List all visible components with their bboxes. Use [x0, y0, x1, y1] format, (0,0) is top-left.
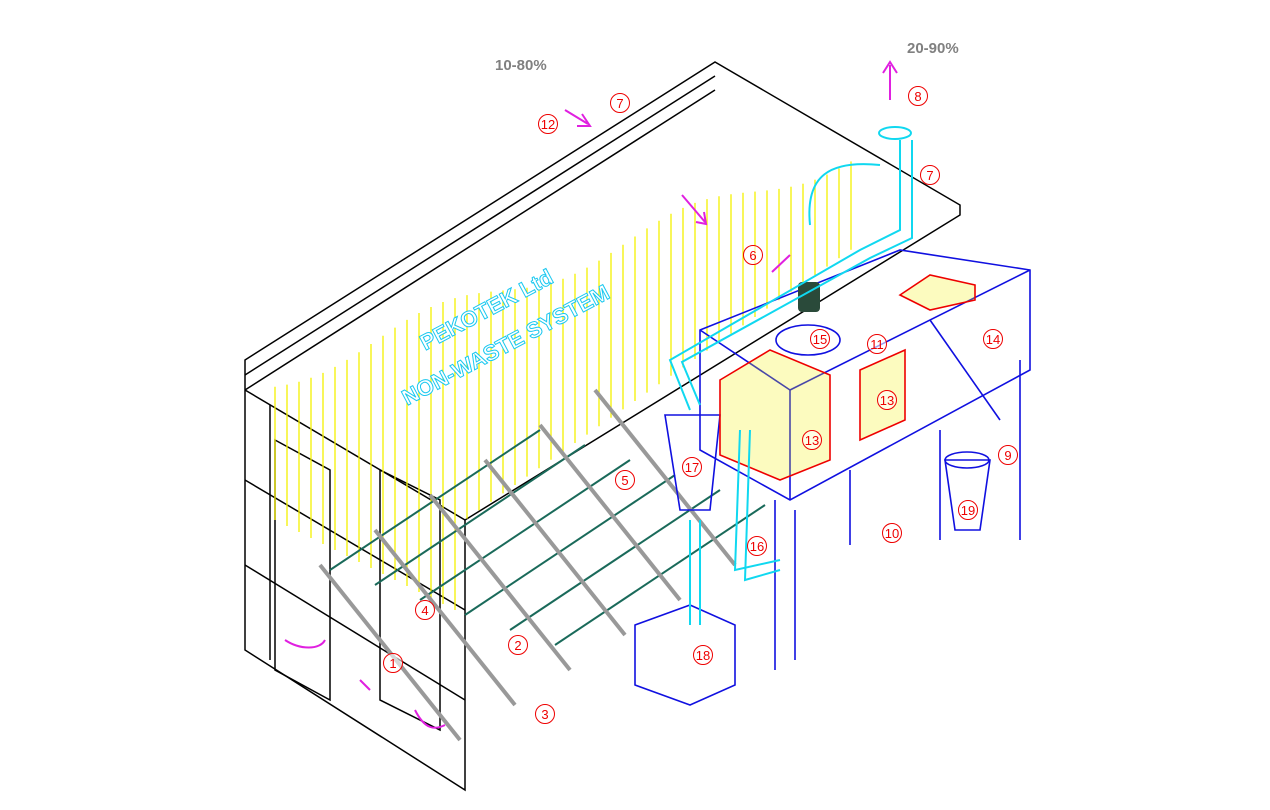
ducts [668, 126, 913, 625]
callout-8: 8 [908, 86, 928, 106]
floor-beam [538, 423, 682, 602]
curtain [274, 161, 852, 610]
floor-rail [374, 444, 586, 586]
floor-rail [464, 474, 676, 616]
floor-rail [419, 459, 631, 601]
callout-19: 19 [958, 500, 978, 520]
callout-13: 13 [877, 390, 897, 410]
floor-beam [428, 493, 572, 672]
callout-18: 18 [693, 645, 713, 665]
floor-beam [318, 563, 462, 742]
callout-11: 11 [867, 334, 887, 354]
callout-9: 9 [998, 445, 1018, 465]
callout-10: 10 [882, 523, 902, 543]
callout-7: 7 [920, 165, 940, 185]
floor-beam [483, 458, 627, 637]
callout-4: 4 [415, 600, 435, 620]
booth-frame [244, 61, 961, 792]
callout-13: 13 [802, 430, 822, 450]
callout-2: 2 [508, 635, 528, 655]
airflow-arrows [284, 60, 898, 729]
callout-12: 12 [538, 114, 558, 134]
equipment [634, 249, 1031, 706]
floor-grid [318, 388, 766, 742]
callout-15: 15 [810, 329, 830, 349]
callout-1: 1 [383, 653, 403, 673]
callout-6: 6 [743, 245, 763, 265]
floor-beam [593, 388, 737, 567]
filter-boxes [719, 274, 976, 481]
left-percent-label: 10-80% [495, 57, 547, 74]
callout-3: 3 [535, 704, 555, 724]
floor-rail [509, 489, 721, 631]
callout-5: 5 [615, 470, 635, 490]
callout-14: 14 [983, 329, 1003, 349]
callout-16: 16 [747, 536, 767, 556]
callout-7: 7 [610, 93, 630, 113]
callout-17: 17 [682, 457, 702, 477]
right-percent-label: 20-90% [907, 40, 959, 57]
floor-beam [373, 528, 517, 707]
